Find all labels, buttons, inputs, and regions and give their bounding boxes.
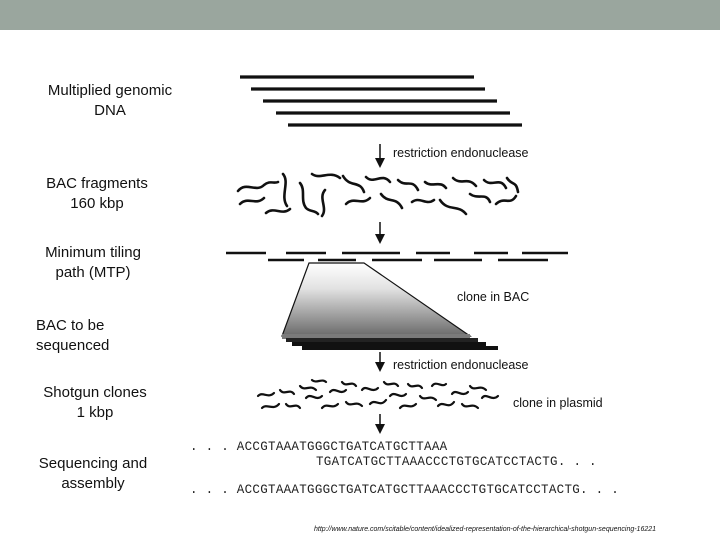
bac-fragment [496, 196, 516, 204]
shotgun-clone [390, 394, 406, 396]
bac-fragment-squiggles [238, 174, 518, 216]
bac-fragment [366, 177, 390, 182]
sequence-read-1: . . . ACCGTAAATGGGCTGATCATGCTTAAA [190, 440, 447, 454]
shotgun-clone [452, 392, 468, 394]
bac-expansion-trapezoid [282, 263, 470, 336]
shotgun-clone [262, 404, 279, 408]
shotgun-clone [482, 396, 498, 398]
shotgun-clone [470, 386, 486, 390]
bac-fragment [240, 198, 264, 204]
annotation-restriction-1: restriction endonuclease [393, 146, 529, 160]
arrow-down-icon [375, 222, 385, 244]
annotation-clone-plasmid: clone in plasmid [513, 396, 603, 410]
bac-fragment [470, 194, 490, 202]
bac-fragment [300, 183, 318, 214]
bac-fragment [283, 174, 287, 206]
bac-fragment [440, 200, 466, 214]
shotgun-clone [370, 400, 386, 404]
shotgun-clone [362, 388, 378, 390]
shotgun-clone [462, 404, 478, 408]
arrow-down-icon [375, 414, 385, 434]
annotation-restriction-2: restriction endonuclease [393, 358, 529, 372]
bac-fragment [412, 200, 434, 202]
shotgun-clone [322, 404, 338, 408]
shotgun-clone-squiggles [258, 380, 498, 408]
shotgun-clone [438, 402, 454, 406]
shotgun-clone [420, 396, 436, 400]
shotgun-clone [330, 390, 346, 392]
bac-fragment [346, 198, 370, 204]
genomic-dna-strands [240, 77, 522, 125]
bac-fragment [343, 176, 364, 192]
shotgun-clone [432, 384, 446, 386]
sequence-consensus: . . . ACCGTAAATGGGCTGATCATGCTTAAACCCTGTG… [190, 483, 619, 497]
bac-fragment [484, 180, 506, 188]
bac-fragment [238, 182, 278, 191]
bac-fragment [312, 174, 340, 178]
bac-bar [292, 342, 486, 346]
annotation-clone-bac: clone in BAC [457, 290, 529, 304]
shotgun-clone [286, 404, 300, 408]
arrow-down-icon [375, 352, 385, 372]
mtp-segments [226, 253, 568, 260]
arrow-down-icon [375, 144, 385, 168]
bac-fragment [507, 178, 518, 192]
bac-fragment [398, 180, 418, 190]
shotgun-clone [280, 390, 294, 394]
bac-fragment [453, 178, 476, 186]
bac-fragment [322, 190, 325, 216]
shotgun-clone [400, 404, 416, 408]
shotgun-clone [306, 396, 322, 398]
bac-fragment [381, 194, 402, 208]
shotgun-clone [258, 393, 274, 396]
bac-stacked-bars [282, 334, 498, 350]
bac-fragment [266, 209, 290, 213]
shotgun-clone [408, 384, 422, 388]
shotgun-clone [346, 402, 362, 406]
shotgun-clone [384, 382, 398, 386]
bac-bar [286, 338, 478, 342]
source-citation: http://www.nature.com/scitable/content/i… [314, 526, 656, 533]
shotgun-clone [342, 382, 356, 386]
shotgun-clone [300, 386, 316, 390]
bac-fragment [425, 182, 446, 188]
shotgun-clone [312, 380, 326, 382]
bac-bar [302, 346, 498, 350]
sequence-read-2: TGATCATGCTTAAACCCTGTGCATCCTACTG. . . [316, 455, 597, 469]
